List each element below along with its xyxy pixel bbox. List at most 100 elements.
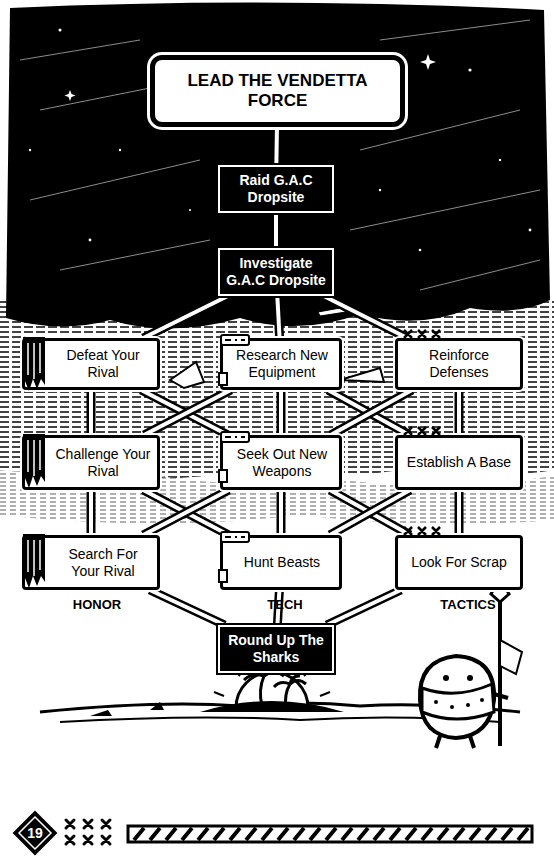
gadget-detail [225, 339, 245, 341]
connector-outline [87, 490, 96, 535]
connector-outline [330, 490, 410, 535]
connector-outline [144, 390, 231, 435]
scratch [30, 160, 200, 200]
connector-core [279, 390, 283, 435]
task-box: Search For Your Rival [22, 535, 160, 590]
x-mark-row [66, 820, 110, 828]
column-label: TACTICS [440, 597, 495, 612]
torn-banner [23, 434, 45, 488]
star [189, 209, 191, 211]
scratch [60, 240, 210, 270]
arm [494, 694, 508, 698]
dot [480, 698, 484, 702]
palm-leaves [274, 676, 306, 687]
task-box: Defeat Your Rival [22, 338, 160, 390]
node-text: Defeat Your Rival [25, 347, 157, 381]
island [200, 701, 344, 712]
palm-trunk [286, 684, 291, 708]
wreck [170, 362, 204, 388]
connector-outline [331, 390, 412, 435]
connector-outline [324, 296, 408, 338]
x-marks [66, 820, 110, 844]
connector-outline [143, 296, 227, 338]
footer-band [128, 826, 532, 842]
connector [281, 490, 282, 535]
star [420, 54, 436, 70]
connector-core [330, 490, 410, 535]
task-box: Establish A Base [395, 435, 523, 490]
node-text: Search For Your Rival [25, 546, 157, 580]
star [499, 159, 501, 161]
node-text: Seek Out New Weapons [223, 446, 339, 480]
node-text: Round Up The Sharks [220, 632, 332, 666]
milestone-box: Raid G.A.C Dropsite [218, 165, 334, 213]
connector [459, 490, 460, 535]
connector-outline [330, 490, 410, 535]
palm-trunk [260, 676, 264, 706]
gadget-side [219, 470, 227, 482]
connector [276, 127, 278, 165]
scratch [380, 20, 530, 40]
node-text: Raid G.A.C Dropsite [220, 172, 332, 206]
shark-mascot [420, 578, 522, 748]
star [119, 149, 121, 151]
honor-banner-icon [19, 532, 49, 592]
node-text: Investigate G.A.C Dropsite [220, 255, 332, 289]
mascot-bandana [422, 684, 494, 719]
connector-core [150, 590, 225, 625]
torn-banner [23, 534, 45, 588]
connector-core [144, 390, 231, 435]
x-mark-row [66, 836, 110, 844]
goal-banner: LEAD THE VENDETTA FORCE [150, 55, 405, 127]
gadget-side [219, 570, 227, 582]
connector [331, 390, 412, 435]
tactics-x-icon [402, 328, 462, 342]
torn-banner [23, 337, 45, 391]
band-frame [128, 826, 532, 842]
honor-banner-icon [19, 432, 49, 492]
banner-stripes [28, 343, 40, 379]
connector-core [330, 490, 410, 535]
eye [443, 675, 449, 681]
connector [91, 490, 92, 535]
connector [281, 390, 282, 435]
connector-core [279, 490, 283, 535]
dot [450, 705, 454, 709]
connector [144, 390, 231, 435]
connector-outline [272, 213, 281, 248]
connector-core [277, 296, 279, 338]
star [468, 68, 471, 71]
connector-outline [272, 127, 282, 165]
gadget-top [221, 335, 249, 345]
scratch [350, 190, 540, 230]
connector-outline [277, 296, 279, 338]
star [29, 149, 31, 151]
tactics-x-icon [402, 425, 462, 439]
node-text: Reinforce Defenses [398, 347, 520, 381]
ray [320, 692, 330, 696]
column-label: HONOR [73, 597, 121, 612]
connector-outline [143, 490, 229, 535]
connector [324, 296, 408, 338]
x-marks [404, 527, 440, 535]
ray [214, 692, 224, 696]
bandana-pattern [434, 698, 484, 709]
task-box: Seek Out New Weapons [220, 435, 342, 490]
dot [466, 703, 470, 707]
connector [330, 490, 410, 535]
night-sky [6, 2, 550, 328]
task-box: Reinforce Defenses [395, 338, 523, 390]
connector-core [457, 390, 461, 435]
scratch [420, 260, 540, 290]
node-text: LEAD THE VENDETTA FORCE [155, 71, 400, 112]
gadget-top [221, 532, 249, 542]
node-text: Look For Scrap [405, 554, 513, 571]
star [65, 90, 76, 101]
page-number: 19 [27, 825, 43, 841]
task-box: Look For Scrap [395, 535, 523, 590]
connector [91, 390, 92, 435]
connector-core [89, 490, 93, 535]
connector-core [274, 213, 278, 248]
legs [436, 736, 474, 748]
star [419, 249, 422, 252]
